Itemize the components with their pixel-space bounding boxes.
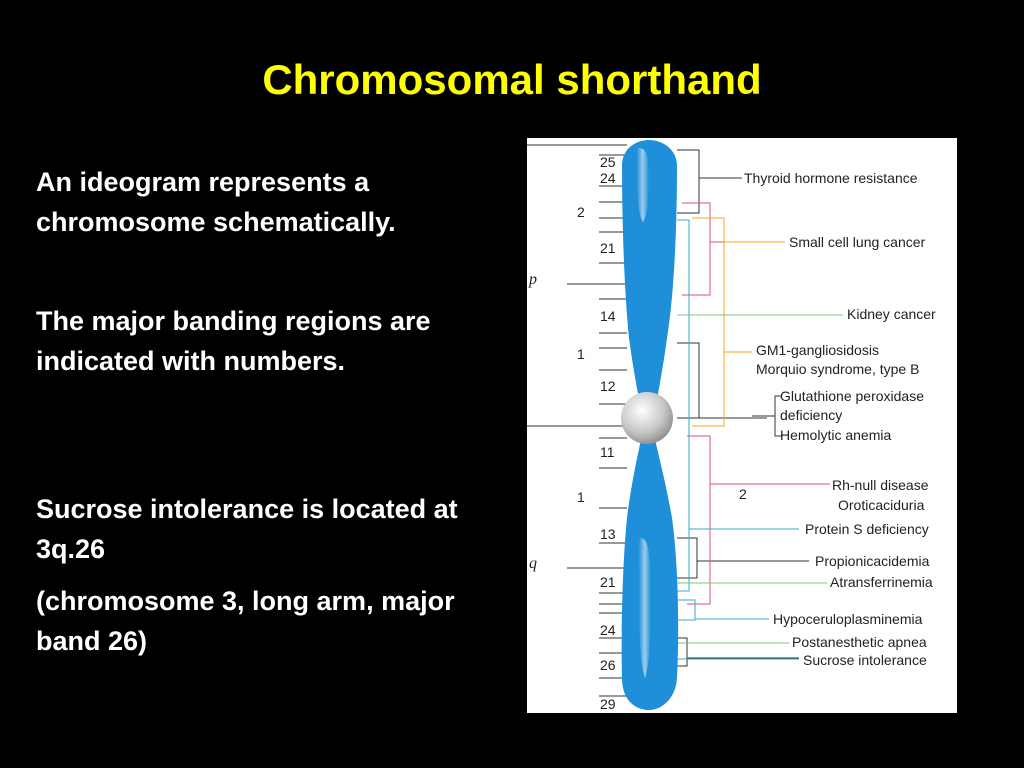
paragraph-banding-regions: The major banding regions are indicated … xyxy=(36,306,431,376)
chromosome-ideogram-svg: p q 2 1 1 2 25 24 21 14 12 11 13 21 24 2… xyxy=(527,140,936,712)
p-arm-label: p xyxy=(528,271,537,288)
paragraph-sucrose-location: Sucrose intolerance is located at 3q.26 xyxy=(36,494,458,564)
disease-label-protein-s-deficiency: Protein S deficiency xyxy=(805,521,929,537)
disease-label-glutathione-peroxidase: Glutathione peroxidase xyxy=(780,388,924,404)
band-label-p25: 25 xyxy=(600,154,616,170)
region-label-p2: 2 xyxy=(577,204,585,220)
disease-label-postanesthetic-apnea: Postanesthetic apnea xyxy=(792,634,927,650)
band-label-p14: 14 xyxy=(600,308,616,324)
disease-label-hypoceruloplasminemia: Hypoceruloplasminemia xyxy=(773,611,923,627)
chromosome-ideogram-figure: p q 2 1 1 2 25 24 21 14 12 11 13 21 24 2… xyxy=(527,138,957,713)
band-label-p24: 24 xyxy=(600,170,616,186)
band-label-q11: 11 xyxy=(600,444,615,460)
band-label-q26: 26 xyxy=(600,657,616,673)
band-label-q21: 21 xyxy=(600,574,616,590)
band-label-q13: 13 xyxy=(600,526,616,542)
disease-label-thyroid-hormone-resistance: Thyroid hormone resistance xyxy=(744,170,918,186)
disease-labels: Thyroid hormone resistance Small cell lu… xyxy=(744,170,936,668)
disease-label-oroticaciduria: Oroticaciduria xyxy=(838,497,925,513)
disease-label-kidney-cancer: Kidney cancer xyxy=(847,306,936,322)
region-label-q2: 2 xyxy=(739,486,747,502)
band-label-q24: 24 xyxy=(600,622,616,638)
disease-label-rh-null-disease: Rh-null disease xyxy=(832,477,929,493)
centromere xyxy=(621,392,673,444)
q-arm-label: q xyxy=(529,555,537,572)
disease-label-small-cell-lung-cancer: Small cell lung cancer xyxy=(789,234,926,250)
region-label-p1: 1 xyxy=(577,346,585,362)
connector-lines xyxy=(677,149,843,667)
disease-label-sucrose-intolerance: Sucrose intolerance xyxy=(803,652,927,668)
region-label-q1: 1 xyxy=(577,489,585,505)
disease-label-gm1-gangliosidosis: GM1-gangliosidosis xyxy=(756,342,879,358)
chromosome-body xyxy=(621,140,679,710)
disease-label-propionicacidemia: Propionicacidemia xyxy=(815,553,930,569)
band-label-p21: 21 xyxy=(600,240,616,256)
disease-label-morquio-syndrome: Morquio syndrome, type B xyxy=(756,361,919,377)
disease-label-deficiency: deficiency xyxy=(780,407,842,423)
slide-title: Chromosomal shorthand xyxy=(262,56,762,103)
band-label-q29: 29 xyxy=(600,696,616,712)
paragraph-ideogram-definition: An ideogram represents a chromosome sche… xyxy=(36,167,396,237)
paragraph-location-explanation: (chromosome 3, long arm, major band 26) xyxy=(36,586,455,656)
disease-label-atransferrinemia: Atransferrinemia xyxy=(830,574,933,590)
disease-label-hemolytic-anemia: Hemolytic anemia xyxy=(780,427,891,443)
band-label-p12: 12 xyxy=(600,378,616,394)
